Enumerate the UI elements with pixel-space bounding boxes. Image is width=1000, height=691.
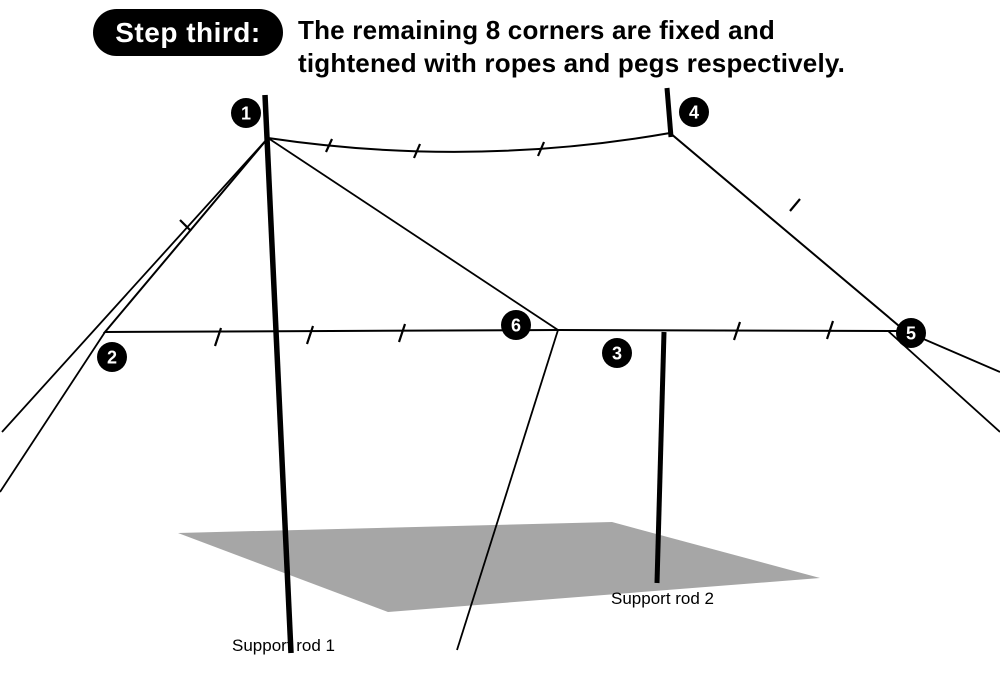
tarp-seam-line [267, 137, 559, 331]
step-badge-label: Step third: [115, 16, 261, 48]
edge-tick-icon [179, 219, 192, 232]
marker-4: 4 [679, 97, 709, 127]
marker-5-label: 5 [906, 323, 916, 343]
ridge-tick-icon [325, 138, 333, 153]
marker-3-label: 3 [612, 343, 622, 363]
support-rod-2-line [654, 331, 667, 584]
marker-4-circle [679, 97, 709, 127]
marker-1-circle [231, 98, 261, 128]
bottom-tick-icon [825, 320, 835, 340]
support-rod-1-label: Support rod 1 [232, 636, 335, 655]
bottom-tick-icon [732, 321, 742, 341]
support-rod-2-label: Support rod 2 [611, 589, 714, 608]
guy-ropes [0, 137, 1000, 651]
marker-2-circle [97, 342, 127, 372]
support-rod-2-tip [664, 87, 674, 138]
tarp-outline [102, 131, 908, 334]
marker-6: 6 [501, 310, 531, 340]
bottom-tick-icon [397, 323, 407, 343]
marker-4-label: 4 [689, 102, 699, 122]
marker-5-circle [896, 318, 926, 348]
tarp-canopy [102, 131, 908, 334]
shadow-shape [178, 522, 820, 612]
bottom-tick-icon [213, 327, 223, 347]
ridge-tick-icon [412, 143, 422, 159]
bottom-tick-icon [305, 325, 315, 345]
rod-labels: Support rod 1 Support rod 2 [232, 589, 714, 655]
marker-2: 2 [97, 342, 127, 372]
rope-peak1-icon [1, 137, 269, 433]
marker-5: 5 [896, 318, 926, 348]
edge-tick-icon [789, 198, 801, 212]
markers: 1 2 3 4 5 6 [97, 97, 926, 372]
loop-ticks [179, 138, 835, 347]
step-badge: Step third: [93, 9, 283, 56]
description-line-1: The remaining 8 corners are fixed and [298, 15, 775, 45]
support-rod-1-line [262, 94, 294, 654]
marker-3: 3 [602, 338, 632, 368]
marker-3-circle [602, 338, 632, 368]
support-rods [262, 87, 674, 654]
marker-2-label: 2 [107, 347, 117, 367]
marker-6-circle [501, 310, 531, 340]
ridge-tick-icon [536, 141, 546, 157]
step-description: The remaining 8 corners are fixed and ti… [298, 14, 845, 80]
marker-6-label: 6 [511, 315, 521, 335]
ground-shadow [178, 522, 820, 612]
marker-1: 1 [231, 98, 261, 128]
marker-1-label: 1 [241, 103, 251, 123]
description-line-2: tightened with ropes and pegs respective… [298, 48, 846, 78]
rope-corner2-icon [0, 331, 106, 493]
rope-center-icon [456, 329, 559, 651]
header: Step third: The remaining 8 corners are … [0, 0, 1000, 90]
